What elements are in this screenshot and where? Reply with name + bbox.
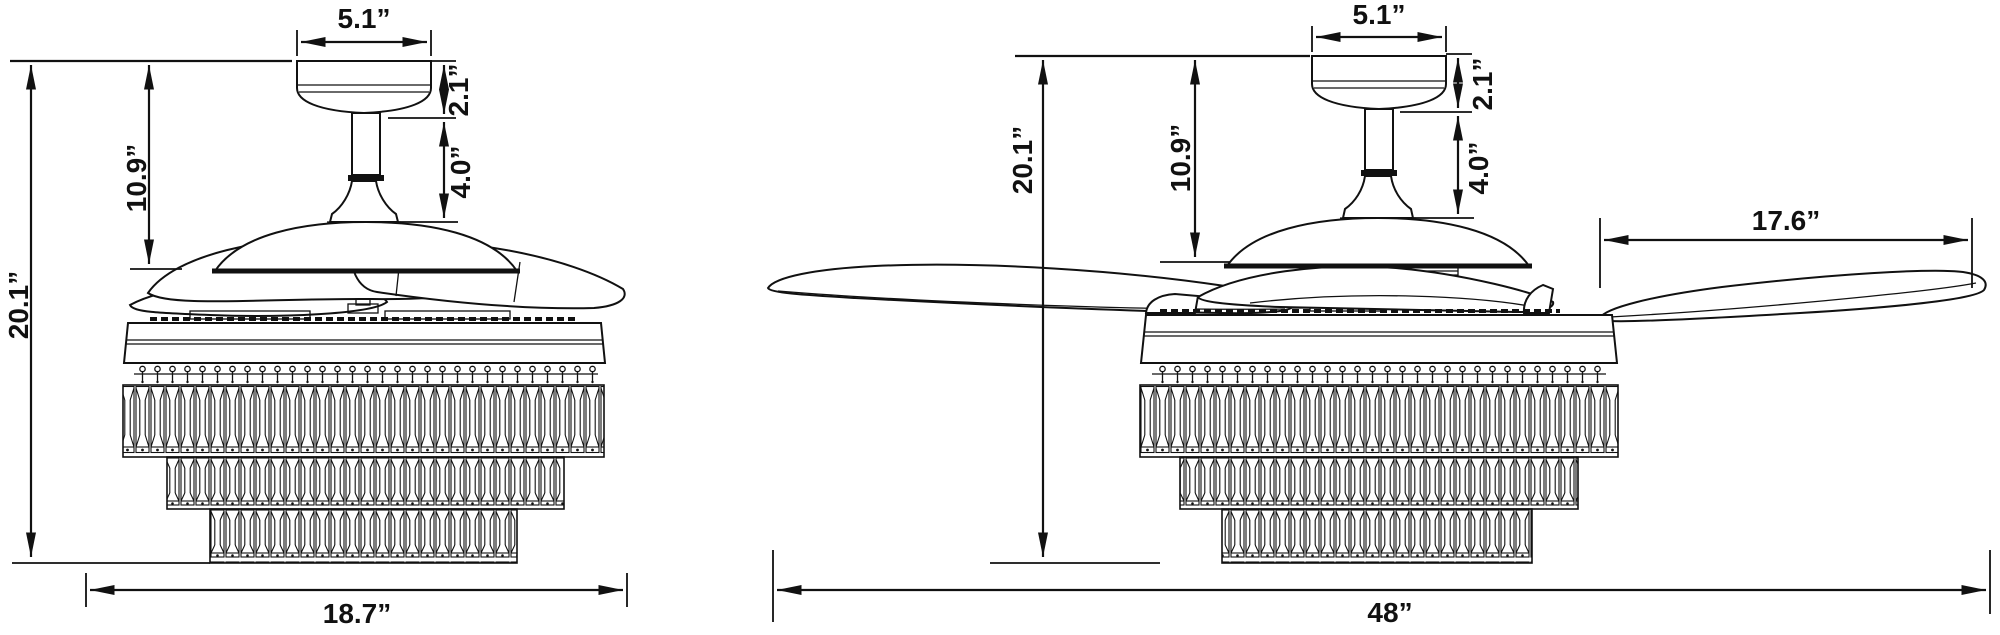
extended-blades [766, 263, 1987, 323]
middle-blade-edge [1249, 295, 1541, 309]
dim-label-canopy-width: 5.1” [338, 3, 391, 34]
dim-canopy-width-extended: 5.1” [1311, 0, 1447, 52]
middle-blade [1196, 265, 1555, 314]
crystal-hook-row [1152, 363, 1606, 385]
crystal-tier-2 [1179, 456, 1579, 510]
crystal-hook-row [134, 363, 598, 385]
dim-canopy-width-retracted: 5.1” [296, 3, 432, 56]
dim-label-blade-length: 17.6” [1752, 205, 1821, 236]
dim-blade-length: 17.6” [1599, 205, 1973, 288]
dim-overall-height-retracted: 20.1” [3, 65, 210, 564]
dim-label-closed-width: 18.7” [323, 598, 392, 629]
motor-dome [212, 220, 520, 274]
dim-label-ceiling-to-housing: 10.9” [121, 144, 152, 213]
view-fan-blades-extended: 5.1” 2.1” 4.0” 10.9” 20.1” 17.6 [766, 0, 1991, 628]
motor-housing-band [122, 322, 607, 364]
view-fan-blades-retracted: 5.1” 2.1” 4.0” 10.9” 20.1” 18.7 [3, 3, 628, 629]
dim-closed-width: 18.7” [85, 573, 628, 629]
dim-label-blade-span: 48” [1367, 597, 1412, 628]
ceiling-canopy [296, 60, 432, 115]
crystal-tier-3 [1221, 508, 1533, 564]
left-blade-iron [1144, 292, 1200, 314]
motor-coupler [1341, 175, 1415, 219]
dim-ceiling-to-housing-extended: 10.9” [1160, 60, 1230, 263]
downrod-collar [1361, 170, 1397, 176]
right-blade-iron [1522, 283, 1555, 314]
right-blade-edge [1609, 282, 1977, 318]
crystal-tier-3 [209, 508, 518, 564]
downrod [1361, 108, 1397, 176]
dim-label-ceiling-to-housing: 10.9” [1165, 124, 1196, 193]
dim-label-overall-height: 20.1” [1007, 126, 1038, 195]
dim-canopy-height-extended: 2.1” [1400, 53, 1498, 113]
dim-label-downrod: 4.0” [445, 146, 476, 199]
dim-ceiling-to-housing-retracted: 10.9” [121, 65, 182, 270]
downrod [348, 112, 384, 181]
downrod-collar [348, 175, 384, 181]
dim-label-canopy-height: 2.1” [1467, 58, 1498, 111]
ceiling-canopy [1311, 55, 1447, 111]
right-blade [1597, 269, 1987, 323]
dim-label-overall-height: 20.1” [3, 271, 34, 340]
dim-label-canopy-width: 5.1” [1353, 0, 1406, 30]
motor-coupler [328, 180, 400, 223]
blade-mounting-plate [150, 298, 575, 321]
dim-overall-height-extended: 20.1” [990, 60, 1160, 564]
motor-dome [1224, 216, 1532, 269]
dim-label-canopy-height: 2.1” [443, 64, 474, 117]
crystal-tier-1 [1139, 384, 1619, 458]
dim-downrod-extended: 4.0” [1400, 116, 1494, 219]
dim-label-downrod: 4.0” [1463, 142, 1494, 195]
motor-housing-band [1139, 314, 1619, 364]
crystal-tier-2 [166, 456, 565, 510]
dim-canopy-height-retracted: 2.1” [388, 60, 474, 119]
dim-blade-span: 48” [772, 550, 1991, 628]
crystal-tier-1 [122, 384, 605, 458]
dim-downrod-retracted: 4.0” [388, 122, 476, 223]
